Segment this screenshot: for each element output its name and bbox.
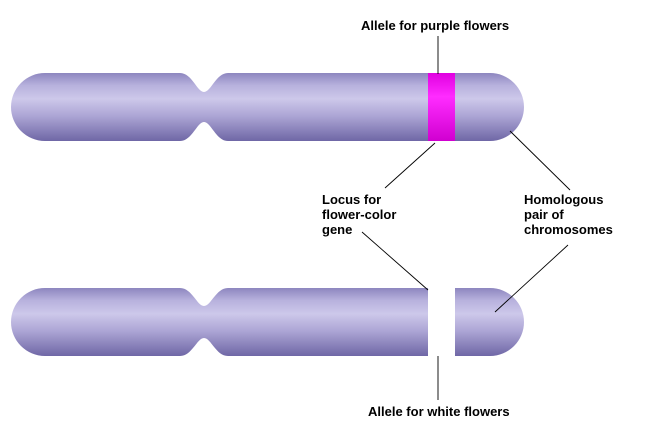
label-white-allele: Allele for white flowers [368, 404, 510, 419]
leader-homologous-top [509, 130, 571, 191]
label-locus-line-2: flower-color [322, 207, 396, 222]
label-homologous-line-3: chromosomes [524, 222, 613, 237]
label-homologous-line-1: Homologous [524, 192, 603, 207]
chromosome-bottom [11, 288, 524, 356]
label-locus-line-3: gene [322, 222, 352, 237]
label-locus-line-1: Locus for [322, 192, 381, 207]
leader-locus-top [384, 142, 436, 189]
leader-homologous-bottom [494, 244, 569, 313]
chromosome-top [11, 73, 524, 141]
label-locus: Locus for flower-color gene [322, 192, 400, 237]
white-allele-band [428, 288, 455, 356]
label-purple-allele: Allele for purple flowers [361, 18, 509, 33]
label-homologous-line-2: pair of [524, 207, 564, 222]
chromosome-top-body [11, 73, 524, 141]
chromosome-bottom-body [11, 288, 524, 356]
leader-locus-bottom [361, 231, 429, 291]
purple-allele-band [428, 73, 455, 141]
label-homologous: Homologous pair of chromosomes [524, 192, 613, 237]
